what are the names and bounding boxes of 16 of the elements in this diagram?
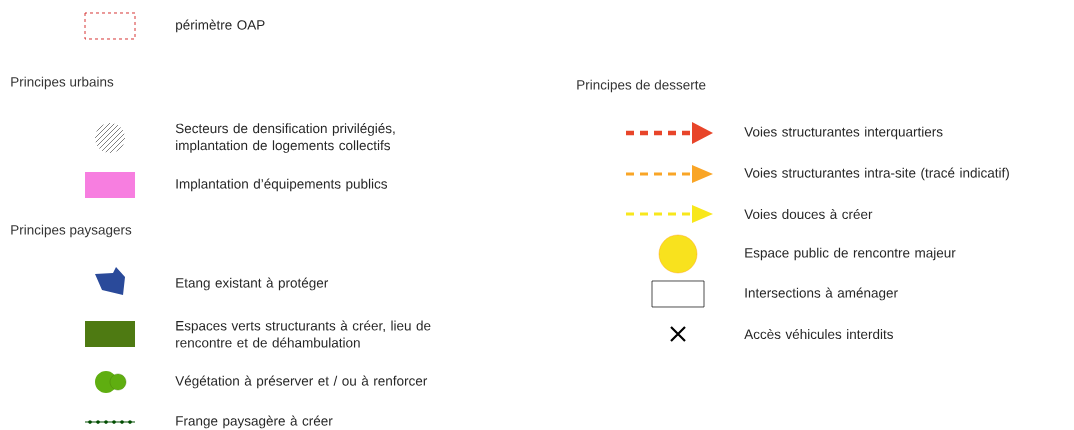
legend-text: périmètre OAP	[176, 19, 265, 33]
legend-text: Voies structurantes intra-site (tracé indicatif)	[744, 167, 1009, 181]
legend-text: Etang existant à protéger	[176, 277, 329, 291]
section-heading: Principes urbains	[11, 76, 114, 90]
legend-text: Voies douces à créer	[744, 208, 873, 219]
section-heading: Principes paysagers	[11, 224, 132, 238]
section-heading: Principes de desserte	[577, 79, 706, 93]
legend-text: Frange paysagère à créer	[176, 415, 333, 429]
legend-text: Espace public de rencontre majeur	[745, 247, 956, 261]
legend-text: Espaces verts structurants à créer, lieu de rencontre et de déhambulation	[176, 320, 431, 348]
legend-text: Intersections à aménager	[745, 287, 898, 301]
legend-text: Voies structurantes interquartiers	[744, 126, 943, 140]
legend-text: Secteurs de densification privilégiés, implantation de logements collectifs	[175, 123, 395, 153]
legend-text: Implantation d’équipements publics	[176, 178, 388, 192]
legend-text: Accès véhicules interdits	[744, 328, 893, 339]
legend-text: Végétation à préserver et / ou à renforcer	[175, 375, 428, 389]
